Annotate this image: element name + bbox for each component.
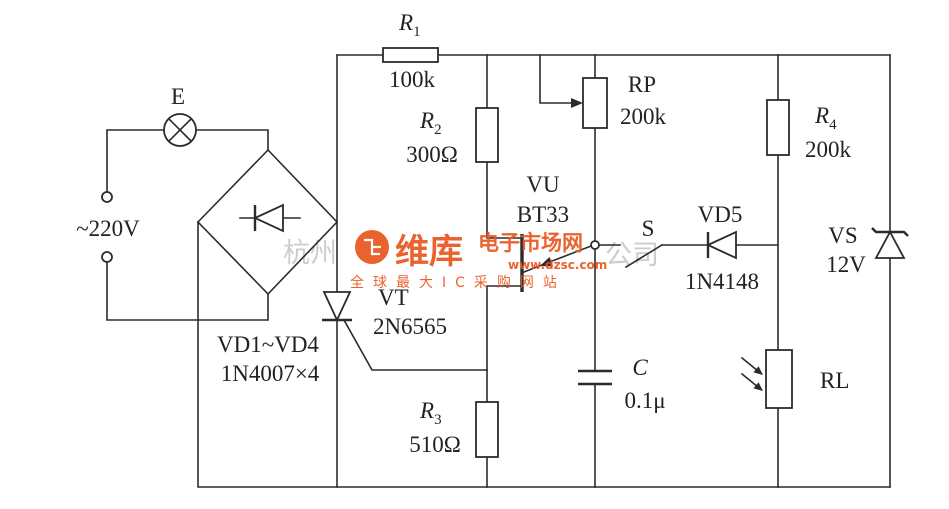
bridge-diamond	[196, 148, 339, 296]
r4-symbol: R	[814, 103, 829, 128]
bridge-part: 1N4007×4	[221, 361, 320, 386]
r3-index: 3	[434, 412, 442, 428]
light-arrow-2	[740, 372, 760, 389]
switch-s: S	[590, 216, 664, 269]
rl-body	[765, 349, 793, 409]
light-arrow-1	[740, 356, 760, 373]
thyristor-icon	[322, 291, 352, 323]
vt-label: VT	[378, 285, 409, 310]
bridge-diode-icon	[252, 203, 284, 233]
watermark-faint-left: 杭州	[283, 238, 337, 269]
bridge-label: VD1~VD4	[217, 332, 319, 357]
rl-label: RL	[820, 368, 849, 393]
watermark-slogan: 全球最大IC采购网站	[350, 274, 566, 291]
lamp-label: E	[171, 84, 185, 109]
r3-label: R3	[419, 398, 442, 428]
r4-label: R4	[814, 103, 837, 133]
r4-body	[766, 99, 790, 156]
c-value: 0.1μ	[624, 388, 665, 413]
photoresistor-rl: RL	[740, 349, 849, 409]
light-arrow-2-icon	[753, 382, 763, 391]
r1-body	[382, 47, 439, 63]
mains-label: ~220V	[76, 216, 140, 241]
wire-b1-r3	[486, 285, 523, 403]
diode-vd5: VD5 1N4148	[685, 202, 759, 294]
r2-body	[475, 107, 499, 163]
resistor-r4: R4 200k	[766, 99, 852, 162]
mains-terminals: ~220V	[76, 191, 140, 263]
vs-value: 12V	[826, 252, 866, 277]
vt-part: 2N6565	[373, 314, 447, 339]
thyristor-vt: VT 2N6565	[322, 285, 447, 339]
wire-emitter	[522, 244, 593, 274]
r2-symbol: R	[419, 108, 434, 133]
rp-value: 200k	[620, 104, 667, 129]
rp-label: RP	[628, 72, 656, 97]
r1-symbol: R	[398, 10, 413, 35]
wire-lamp-bridge	[195, 129, 269, 151]
cap-plates	[578, 369, 612, 386]
resistor-r1: R1 100k	[382, 10, 439, 92]
watermark-site-name: 电子市场网	[478, 231, 583, 255]
wire-r2-b2	[486, 161, 523, 239]
r2-value: 300Ω	[406, 142, 458, 167]
terminal-top	[101, 191, 113, 203]
potentiometer-rp: RP 200k	[571, 72, 667, 129]
r2-label: R2	[419, 108, 442, 138]
wire-pot-wiper	[539, 54, 573, 104]
vs-label: VS	[828, 223, 857, 248]
r1-label: R1	[398, 10, 421, 40]
c-label: C	[632, 355, 648, 380]
vd5-part: 1N4148	[685, 269, 759, 294]
resistor-r2: R2 300Ω	[406, 107, 499, 167]
vu-label: VU	[526, 172, 560, 197]
r3-value: 510Ω	[409, 432, 461, 457]
watermark-brand: 维库	[395, 232, 463, 272]
rp-wiper-arrow-icon	[571, 98, 583, 108]
zener-vs: VS 12V	[826, 223, 909, 277]
wire-mains-bottom	[106, 261, 269, 321]
r4-index: 4	[829, 117, 837, 133]
r4-value: 200k	[805, 137, 852, 162]
r3-body	[475, 401, 499, 458]
wire-mains-top	[106, 129, 165, 193]
wire-gate	[342, 318, 488, 371]
vd5-label: VD5	[698, 202, 743, 227]
ujt-emitter-arrow-icon	[540, 257, 553, 267]
lamp-cross	[167, 117, 193, 143]
r2-index: 2	[434, 122, 442, 138]
lamp: E	[163, 84, 197, 147]
rp-body	[582, 77, 608, 129]
r1-index: 1	[413, 24, 421, 40]
switch-contact-node	[590, 240, 600, 250]
vu-part: BT33	[517, 202, 569, 227]
light-arrow-1-icon	[753, 366, 763, 375]
r1-value: 100k	[389, 67, 436, 92]
r3-symbol: R	[419, 398, 434, 423]
logo-icon-lines	[364, 238, 381, 256]
watermark-url: www.dzsc.com	[508, 258, 607, 272]
zener-bar	[871, 227, 909, 237]
zener-icon	[874, 230, 906, 259]
switch-blade	[624, 243, 664, 269]
bridge-rectifier: VD1~VD4 1N4007×4	[196, 148, 339, 386]
resistor-r3: R3 510Ω	[409, 398, 499, 458]
wire-ground-rail	[197, 221, 891, 488]
vd5-diode-icon	[705, 230, 737, 260]
capacitor-c: C 0.1μ	[578, 355, 666, 413]
wires	[106, 54, 891, 488]
switch-label: S	[642, 216, 655, 241]
ujt-vu: VU BT33	[517, 172, 569, 292]
terminal-bottom	[101, 251, 113, 263]
watermark-logo: 维库 电子市场网 www.dzsc.com 全球最大IC采购网站	[350, 230, 607, 291]
